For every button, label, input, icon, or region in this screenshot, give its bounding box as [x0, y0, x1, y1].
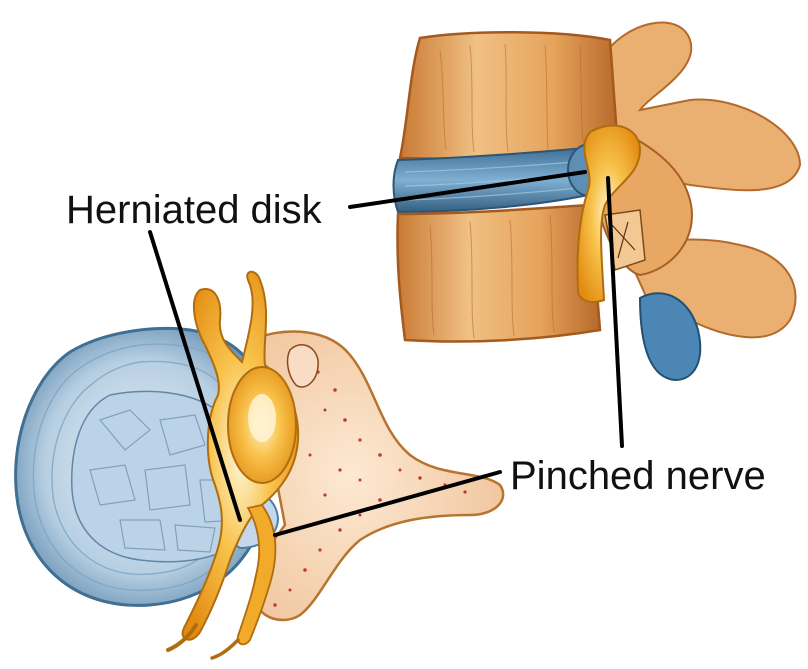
herniated-disk-label: Herniated disk	[66, 190, 322, 230]
lower-vertebral-body	[397, 205, 600, 342]
pinched-nerve-label: Pinched nerve	[510, 456, 766, 496]
side-view-vertebrae	[394, 23, 801, 380]
ligament-detail	[288, 345, 319, 387]
